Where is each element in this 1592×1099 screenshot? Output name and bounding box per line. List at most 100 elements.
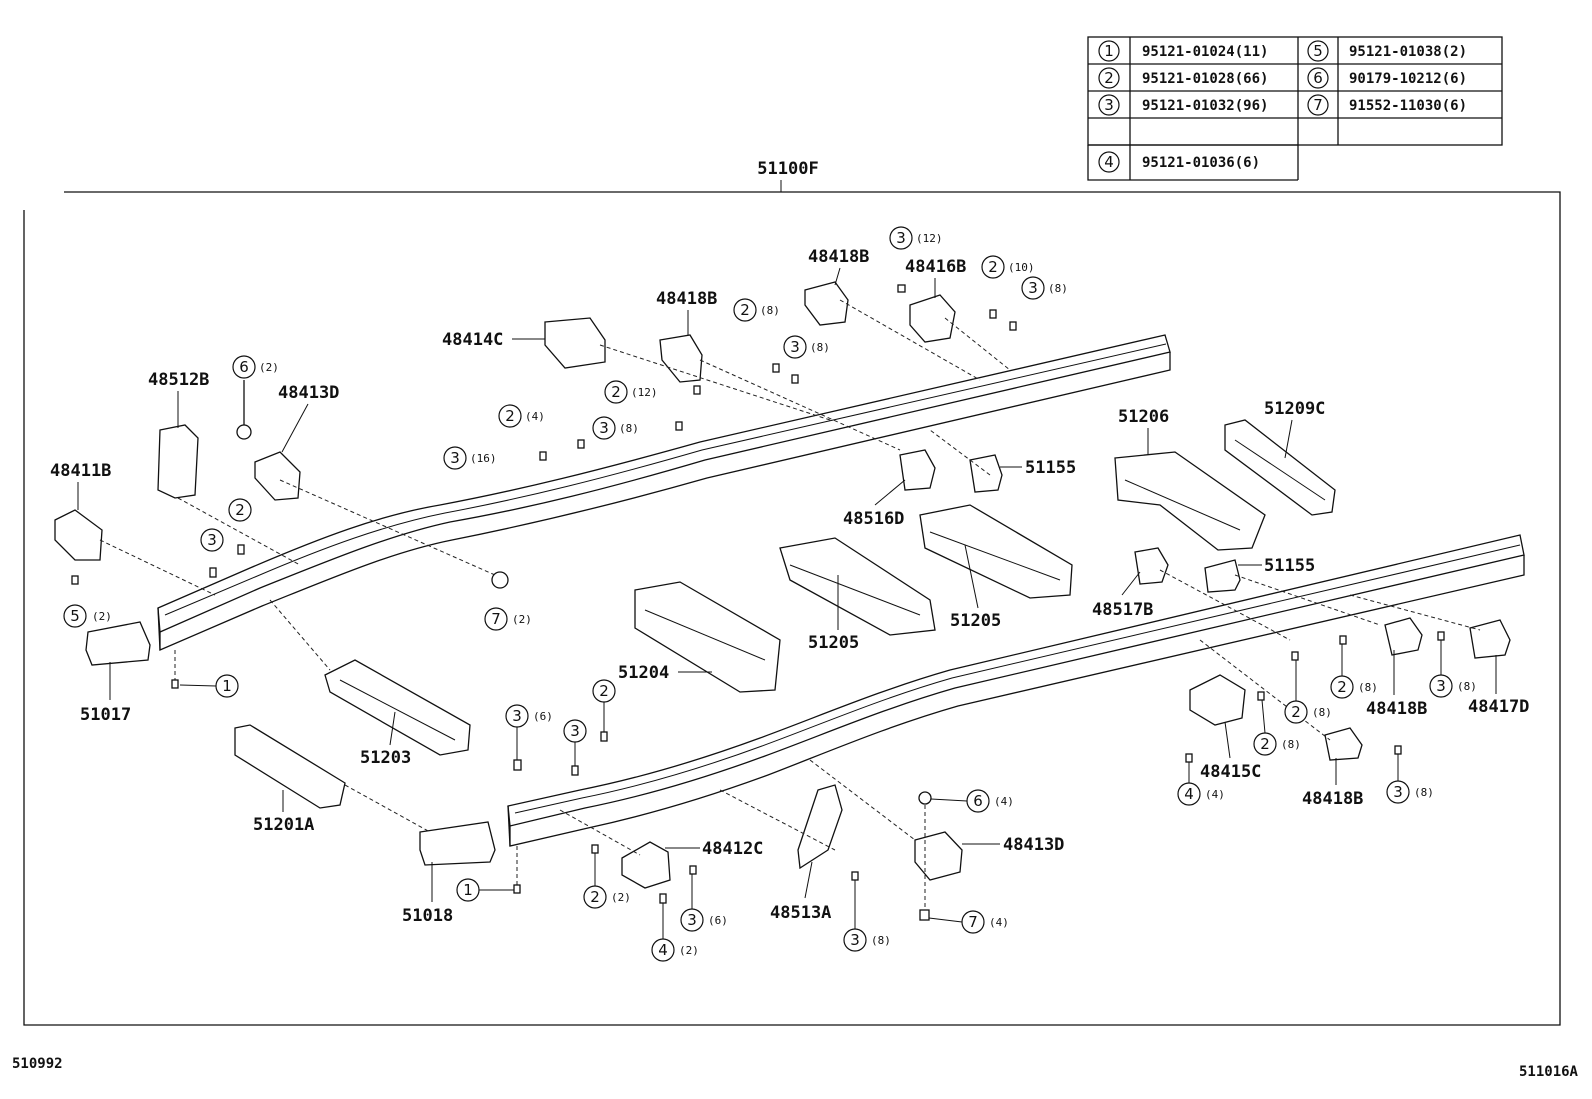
- callout-2-8-b: 2(8): [1330, 644, 1378, 699]
- svg-text:2: 2: [1104, 69, 1114, 87]
- callout-4-2: 4 (2): [651, 903, 699, 962]
- label-48415C: 48415C: [1200, 762, 1261, 782]
- svg-text:2: 2: [235, 501, 245, 519]
- svg-text:(8): (8): [810, 341, 830, 354]
- assembly-lines: [99, 299, 1481, 915]
- svg-text:4: 4: [658, 941, 668, 959]
- cross-member-51204: [634, 581, 781, 693]
- label-51205-2: 51205: [950, 611, 1001, 631]
- bracket-48413D-2: [914, 831, 963, 881]
- label-48411B: 48411B: [50, 461, 111, 481]
- svg-text:3: 3: [687, 911, 697, 929]
- callout-3-left: 3: [200, 528, 224, 552]
- cross-member-51201A: [234, 724, 346, 809]
- svg-text:6: 6: [239, 358, 249, 376]
- svg-text:3: 3: [512, 707, 522, 725]
- bolt-table: 1 2 3 4 5 6 7 95121-01024(11) 95121-0102…: [1087, 36, 1503, 181]
- svg-text:5: 5: [70, 607, 80, 625]
- callout-6-2: 6 (2): [232, 355, 279, 379]
- svg-text:1: 1: [222, 677, 232, 695]
- callout-3-8-e: 3 (8): [1429, 640, 1477, 698]
- assembly-number: 51100F: [757, 159, 818, 179]
- svg-text:(4): (4): [989, 916, 1009, 929]
- label-48418B-3: 48418B: [1366, 699, 1427, 719]
- svg-text:(8): (8): [619, 422, 639, 435]
- svg-text:(8): (8): [871, 934, 891, 947]
- callouts: 3(12) 2(10) 3(8) 2(8) 3(8) 2(12) 2(4) 3(…: [63, 226, 1477, 962]
- callout-1-b: 1: [456, 878, 514, 902]
- svg-text:(8): (8): [1312, 706, 1332, 719]
- bracket-48411B: [54, 509, 103, 561]
- cross-member-51209C: [1224, 419, 1336, 516]
- svg-text:4: 4: [1104, 153, 1114, 171]
- svg-text:(2): (2): [92, 610, 112, 623]
- callout-4-4: 4 (4): [1177, 762, 1225, 806]
- svg-text:(4): (4): [1205, 788, 1225, 801]
- label-51017: 51017: [80, 705, 131, 725]
- bolt-table-key-5: 5: [1307, 40, 1329, 62]
- svg-text:2: 2: [1291, 703, 1301, 721]
- svg-text:3: 3: [1436, 677, 1446, 695]
- svg-text:2: 2: [740, 301, 750, 319]
- bolt-table-key-7: 7: [1307, 94, 1329, 116]
- svg-text:(8): (8): [760, 304, 780, 317]
- fasteners: [71, 284, 1445, 921]
- callout-3-8-b: 3 (8): [783, 335, 830, 359]
- svg-text:4: 4: [1184, 785, 1194, 803]
- label-51204: 51204: [618, 663, 669, 683]
- bracket-51155-2: [1204, 559, 1241, 593]
- label-48513A: 48513A: [770, 903, 831, 923]
- label-48416B: 48416B: [905, 257, 966, 277]
- svg-text:2: 2: [590, 888, 600, 906]
- bracket-48512B: [157, 424, 199, 499]
- svg-text:7: 7: [491, 610, 501, 628]
- right-frame-rail: [507, 534, 1525, 847]
- bolt-table-part-5: 95121-01038(2): [1349, 44, 1467, 60]
- bracket-48415C: [1189, 674, 1246, 726]
- svg-text:6: 6: [1313, 69, 1323, 87]
- callout-3-8-c: 3 (8): [592, 416, 639, 440]
- callout-1-a: 1: [179, 674, 239, 698]
- svg-text:2: 2: [1260, 735, 1270, 753]
- bracket-48416B: [909, 294, 956, 343]
- cross-member-51205-1: [779, 537, 936, 636]
- callout-7-4: 7(4): [928, 910, 1009, 934]
- svg-text:(8): (8): [1457, 680, 1477, 693]
- label-48412C: 48412C: [702, 839, 763, 859]
- svg-text:(8): (8): [1358, 681, 1378, 694]
- svg-text:(2): (2): [259, 361, 279, 374]
- callout-3-8-a: 3(8): [1021, 276, 1068, 300]
- svg-text:3: 3: [450, 449, 460, 467]
- label-51155-1: 51155: [1025, 458, 1076, 478]
- svg-text:3: 3: [896, 229, 906, 247]
- bolt-table-part-2: 95121-01028(66): [1142, 71, 1268, 87]
- drawing-code-left: 510992: [12, 1056, 63, 1072]
- svg-text:1: 1: [463, 881, 473, 899]
- callout-2-8-d: 2(8): [1253, 699, 1301, 756]
- callout-3-12: 3(12): [889, 226, 943, 250]
- bracket-48517B: [1134, 547, 1169, 585]
- svg-text:3: 3: [1104, 96, 1114, 114]
- callout-7-2: 7(2): [484, 607, 532, 631]
- svg-text:(6): (6): [533, 710, 553, 723]
- label-51203: 51203: [360, 748, 411, 768]
- svg-text:3: 3: [1393, 783, 1403, 801]
- callout-2-8-a: 2 (8): [733, 298, 780, 322]
- svg-text:(2): (2): [679, 944, 699, 957]
- callout-2-b: 2: [592, 679, 616, 732]
- label-48512B: 48512B: [148, 370, 209, 390]
- bracket-51018: [419, 821, 496, 866]
- svg-text:3: 3: [599, 419, 609, 437]
- svg-text:3: 3: [790, 338, 800, 356]
- callout-2-10: 2(10): [981, 255, 1035, 279]
- bolt-table-part-6: 90179-10212(6): [1349, 71, 1467, 87]
- svg-text:(6): (6): [708, 914, 728, 927]
- svg-text:(4): (4): [994, 795, 1014, 808]
- drawing-code-right: 511016A: [1519, 1064, 1579, 1080]
- bolt-table-key-2: 2: [1098, 67, 1120, 89]
- cross-member-51205-2: [919, 504, 1073, 599]
- label-48414C: 48414C: [442, 330, 503, 350]
- bracket-51155-1: [969, 454, 1003, 493]
- label-48418B-4: 48418B: [1302, 789, 1363, 809]
